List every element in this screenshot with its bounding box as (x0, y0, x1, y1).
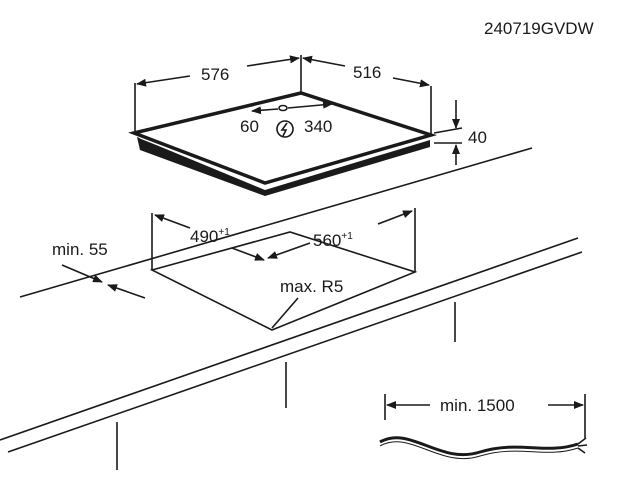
hob-depth-label: 516 (353, 63, 381, 82)
cable-length-label: min. 1500 (440, 396, 515, 415)
min-front-distance-label: min. 55 (52, 240, 108, 259)
width-arrow-right (246, 55, 300, 67)
hob-height-label: 40 (468, 128, 487, 147)
lightning-icon (276, 120, 294, 138)
connection-left-label: 60 (240, 117, 259, 136)
connection-right-label: 340 (304, 117, 332, 136)
width-arrow-left (136, 75, 191, 87)
cutout-width-label: 490+1 (190, 227, 230, 246)
hob: 576 516 60 340 40 (128, 55, 487, 196)
diagram-code: 240719GVDW (484, 19, 594, 38)
cutout-depth-label: 560+1 (313, 231, 353, 250)
corner-radius-label: max. R5 (280, 277, 343, 296)
power-cable: min. 1500 (379, 394, 588, 460)
countertop (0, 147, 583, 470)
cutout: 490+1 560+1 min. 55 max. R5 (52, 208, 418, 331)
hob-width-label: 576 (201, 65, 229, 84)
